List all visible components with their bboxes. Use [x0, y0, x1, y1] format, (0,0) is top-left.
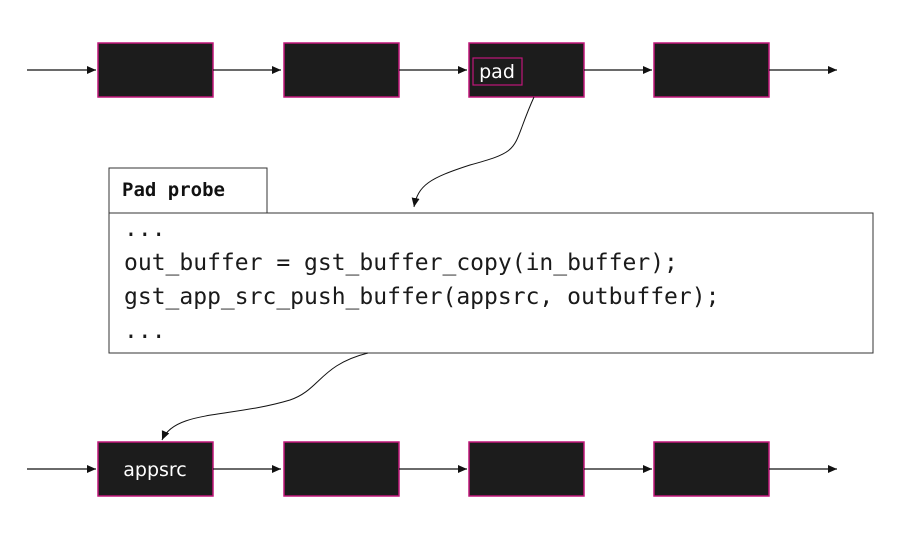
- probe-title: Pad probe: [122, 179, 225, 201]
- top-element-2: [283, 42, 400, 98]
- pad-to-probe-arrow: [411, 96, 535, 208]
- bottom-element-4: [653, 441, 770, 497]
- bottom-element-3: [468, 441, 585, 497]
- code-line-2: out_buffer = gst_buffer_copy(in_buffer);: [124, 250, 678, 276]
- bottom-pipeline: appsrc: [27, 441, 837, 497]
- top-element-1: [97, 42, 214, 98]
- pad-label: pad: [479, 61, 515, 83]
- top-element-3: [468, 42, 585, 98]
- probe-tab: [108, 167, 268, 214]
- probe-code-panel: [108, 212, 874, 354]
- bottom-element-2: [283, 441, 400, 497]
- code-line-1: ...: [124, 216, 166, 242]
- appsrc-element: [97, 441, 214, 497]
- probe-to-appsrc-arrow: [161, 352, 369, 441]
- code-line-4: ...: [124, 318, 166, 344]
- pad-highlight: [472, 57, 523, 86]
- code-line-3: gst_app_src_push_buffer(appsrc, outbuffe…: [124, 284, 719, 310]
- top-pipeline: pad: [27, 42, 837, 98]
- appsrc-label: appsrc: [123, 459, 187, 481]
- top-element-4: [653, 42, 770, 98]
- pad-probe-box: Pad probe ... out_buffer = gst_buffer_co…: [108, 167, 874, 354]
